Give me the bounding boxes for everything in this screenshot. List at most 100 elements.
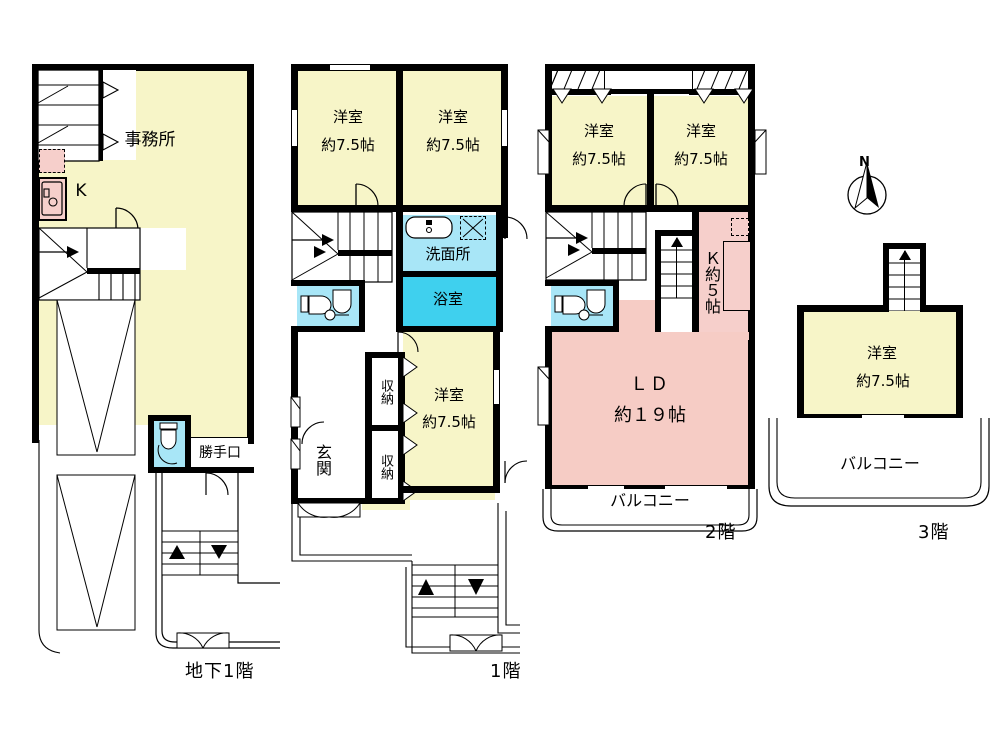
b1-exterior-path	[155, 473, 280, 649]
f1-bathroom-label: 浴室	[432, 290, 463, 308]
f2-room5-label: 洋室	[685, 122, 716, 140]
f2-window-left-icon	[537, 129, 550, 175]
f2-wc-wall-bottom	[545, 326, 619, 332]
f1-washer-cross-icon	[462, 218, 484, 238]
f1-closet-wall-bottom	[365, 498, 405, 504]
b1-exterior-door-icon	[205, 472, 229, 496]
f1-room1-door-icon	[355, 183, 379, 207]
b1-site-boundary-left	[38, 440, 61, 654]
f1-bathroom-wall-bottom	[396, 326, 503, 332]
office-label: 事務所	[124, 130, 176, 150]
f3-room-wall-left	[797, 305, 804, 421]
b1-stairwell-graphic	[37, 69, 120, 162]
f1-window-left	[291, 110, 298, 146]
f1-closet-wall-top	[365, 352, 405, 358]
f1-wc-wall-right	[359, 280, 365, 332]
b1-wc-wall-bottom	[148, 467, 191, 473]
f1-room2-label: 洋室	[437, 108, 468, 126]
f2-balcony-shape	[542, 489, 758, 532]
f1-washroom-wall-bottom	[396, 271, 503, 277]
b1-wall-service-bottom	[185, 467, 254, 473]
f2-wall-closet-bottom-l	[545, 89, 611, 95]
f2-kitchen-counter	[723, 241, 751, 311]
b1-wall-top	[32, 64, 254, 71]
f2-wall-top-seg-1	[545, 64, 611, 71]
b1-interior-stairs	[38, 227, 141, 301]
f1-bath-door-icon	[397, 331, 419, 353]
f2-wall-top-seg-2	[605, 64, 695, 71]
f1-wall-right-lower	[501, 212, 508, 238]
f3-room-wall-top-right	[920, 305, 963, 312]
floor-1-group: 洋室 約7.5帖 洋室 約7.5帖	[290, 64, 528, 682]
b1-kitchen-fridge-slot	[39, 149, 65, 173]
f3-balcony-label: バルコニー	[840, 454, 920, 473]
f2-stairs-main	[545, 211, 647, 281]
f1-wc-wall-top	[291, 280, 365, 286]
f2-ld-fill-top	[619, 300, 655, 334]
f1-closet-door-icons	[402, 356, 418, 502]
b1-office-door-icon	[115, 207, 139, 231]
b1-wall-right	[247, 64, 254, 444]
f2-ld-fill	[551, 332, 749, 487]
f3-room-wall-top-left	[797, 305, 889, 312]
f1-room3-fill	[403, 330, 495, 500]
floor-label-1: 1階	[490, 661, 522, 682]
f3-room-size: 約7.5帖	[856, 372, 910, 390]
f1-entrance-label: 玄関	[313, 444, 332, 476]
f2-room4-label: 洋室	[583, 122, 614, 140]
f1-closet-2-label: 収納	[378, 454, 393, 480]
f3-room-label: 洋室	[866, 344, 897, 362]
floor-b1-group: K 事務所	[0, 0, 290, 700]
f2-kitchen-label: Ｋ約５帖	[702, 250, 721, 314]
f1-wall-rooms-bottom	[291, 205, 508, 212]
f2-room4-fill	[551, 96, 647, 212]
f1-room1-fill	[297, 70, 398, 212]
b1-service-entrance-label: 勝手口	[199, 445, 241, 461]
f1-closet-1-label: 収納	[378, 379, 393, 405]
f1-entrance-wall-bottom	[291, 498, 371, 504]
b1-wc-wall-top	[148, 415, 191, 421]
f1-room1-label: 洋室	[332, 108, 363, 126]
f2-room5-size: 約7.5帖	[674, 150, 728, 168]
f2-ld-wall-right	[748, 340, 755, 492]
f2-wall-top-outer-r	[748, 64, 755, 212]
b1-toilet-icon	[157, 422, 178, 465]
floor-2-group: 洋室 約7.5帖 洋室 約7.5帖	[537, 64, 767, 543]
f2-room-door-icons	[623, 183, 679, 207]
f1-room3-wall-right	[493, 332, 500, 492]
f2-ld-wall-bottom	[545, 485, 755, 492]
svg-text:N: N	[859, 155, 870, 170]
f1-room3-wall-bottom	[398, 486, 500, 493]
f2-balcony-label: バルコニー	[610, 491, 690, 510]
f3-stair-wall-top	[883, 243, 926, 249]
f3-room-fill	[803, 311, 957, 421]
f3-stair-wall-left	[883, 243, 889, 351]
f2-wall-closet-bottom-r	[689, 89, 755, 95]
f3-room-wall-right	[956, 305, 963, 421]
f1-entrance-window-icons	[290, 396, 301, 470]
f1-room3-label: 洋室	[433, 386, 464, 404]
f1-room2-fill	[402, 70, 502, 212]
north-arrow-icon: N	[847, 155, 887, 215]
f2-room5-fill	[653, 96, 749, 212]
f3-balcony-shape	[768, 418, 990, 507]
f1-window-right	[501, 110, 508, 146]
f1-room1-size: 約7.5帖	[321, 136, 375, 154]
f2-kitchen-wall-right	[748, 212, 755, 340]
f2-toilet-icon	[554, 289, 606, 321]
f1-entrance-area	[297, 425, 365, 503]
f2-ld-window-left-icon	[537, 366, 550, 426]
f2-wall-top-seg-3	[689, 64, 755, 71]
f2-wc-wall-top	[545, 280, 619, 286]
f2-stairs-to-3f	[661, 236, 692, 333]
f1-washroom-label: 洗面所	[425, 245, 471, 263]
f1-exterior-approach	[291, 502, 520, 654]
floor-label-2: 2階	[705, 522, 737, 543]
floor-label-3: 3階	[918, 522, 950, 543]
b1-wc-wall-right	[185, 415, 191, 473]
f2-kitchen-wall-left	[692, 212, 699, 340]
floor-3-group: N 洋室 約7	[768, 155, 990, 543]
f2-window-right-icon	[754, 129, 767, 175]
f1-bathroom-fill-solid	[403, 277, 496, 327]
